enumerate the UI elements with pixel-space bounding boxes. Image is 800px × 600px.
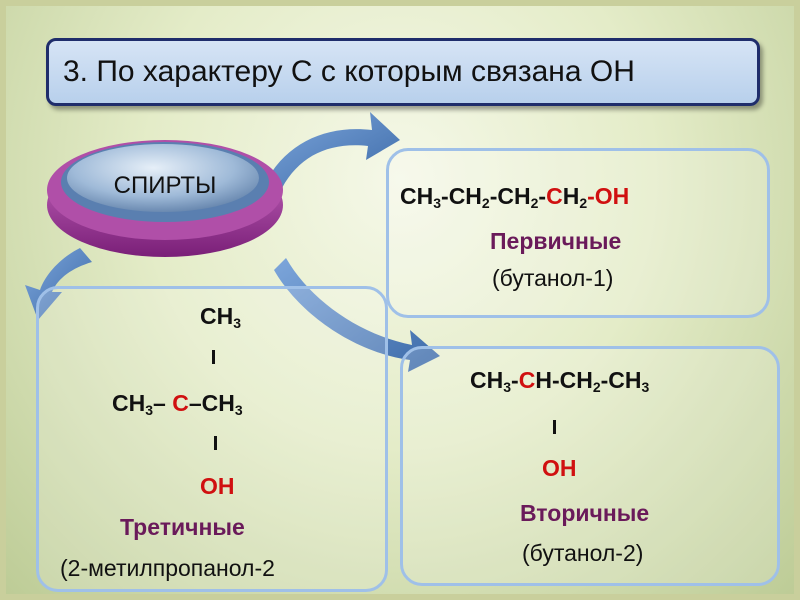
secondary-bond xyxy=(553,420,556,434)
tertiary-main-chain: CH3– C–CH3 xyxy=(112,390,243,418)
tertiary-bond-bottom xyxy=(214,436,217,450)
alcohols-label: СПИРТЫ xyxy=(113,172,217,199)
secondary-oh: OH xyxy=(542,455,577,481)
primary-name: (бутанол-1) xyxy=(492,265,614,291)
slide-title: 3. По характеру С с которым связана ОН xyxy=(46,38,760,106)
alcohols-disc xyxy=(47,140,283,257)
primary-formula: CH3-CH2-CH2-CH2-OH xyxy=(400,183,630,211)
tertiary-class-label: Третичные xyxy=(120,514,245,540)
tertiary-oh: OH xyxy=(200,473,235,499)
primary-panel xyxy=(386,148,770,318)
tertiary-bond-top xyxy=(212,350,215,364)
tertiary-top-ch3: CH3 xyxy=(200,303,242,331)
secondary-panel xyxy=(400,346,780,586)
secondary-formula: CH3-CH-CH2-CH3 xyxy=(470,367,650,395)
arrow-to-primary xyxy=(268,112,400,188)
secondary-name: (бутанол-2) xyxy=(522,540,644,566)
primary-class-label: Первичные xyxy=(490,228,622,254)
tertiary-panel xyxy=(36,286,388,592)
arrow-to-secondary xyxy=(274,258,440,372)
tertiary-name: (2-метилпропанол-2 xyxy=(60,555,275,581)
secondary-class-label: Вторичные xyxy=(520,500,650,526)
